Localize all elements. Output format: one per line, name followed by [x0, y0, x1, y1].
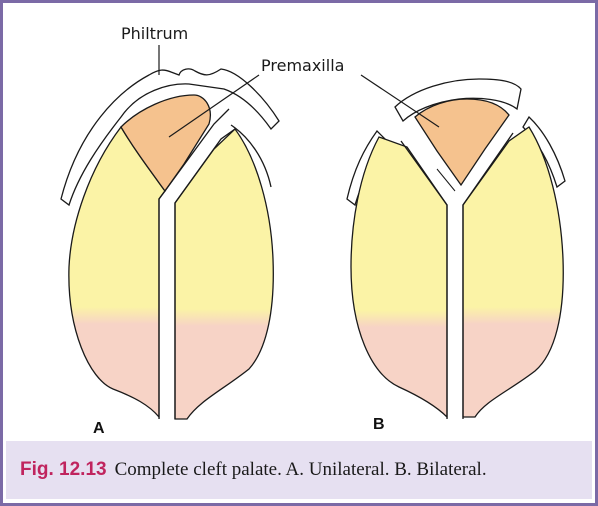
figure-caption: Fig. 12.13 Complete cleft palate. A. Uni…: [6, 441, 592, 499]
diagram-area: Philtrum Premaxilla A B: [9, 9, 589, 435]
panel-a-diagram: [61, 69, 279, 419]
right-palatal-shelf-b: [463, 127, 563, 417]
panel-b-diagram: [347, 79, 565, 419]
cleft-palate-diagram: Philtrum Premaxilla A B: [9, 9, 589, 435]
panel-b-letter: B: [373, 416, 385, 433]
caption-text: Complete cleft palate. A. Unilateral. B.…: [115, 459, 487, 481]
figure-number: Fig. 12.13: [20, 459, 107, 481]
right-palatal-shelf-a: [175, 129, 273, 419]
left-palatal-shelf-b: [351, 137, 447, 417]
premaxilla-label: Premaxilla: [261, 56, 344, 75]
panel-a-letter: A: [93, 420, 105, 435]
philtrum-label: Philtrum: [121, 24, 188, 43]
